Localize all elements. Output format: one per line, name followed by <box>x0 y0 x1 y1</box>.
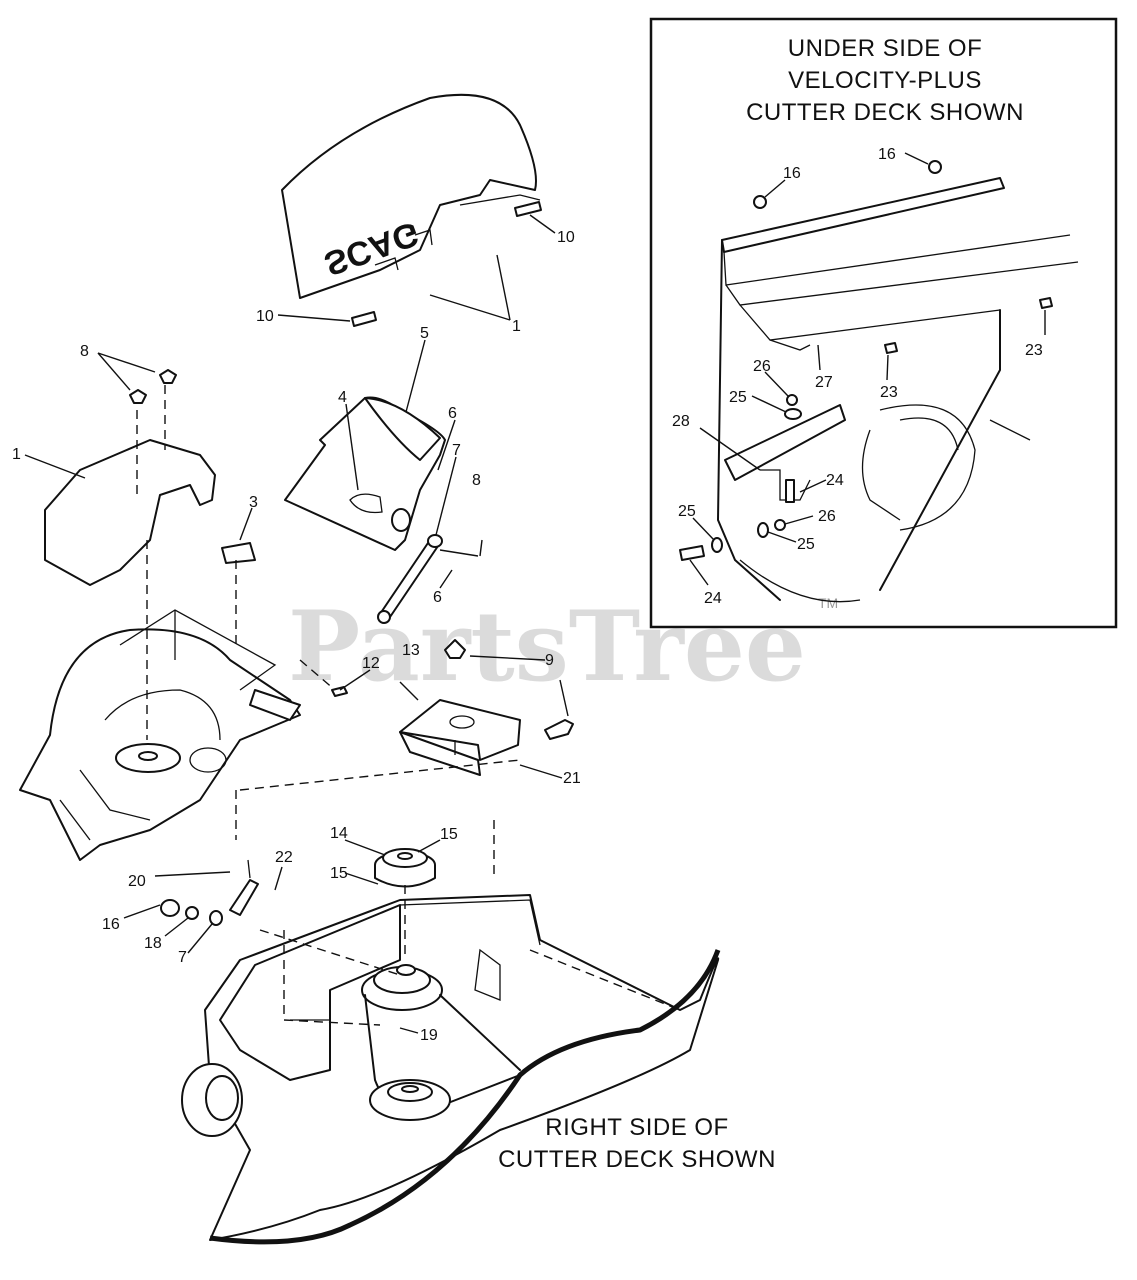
nut-icon <box>774 519 786 531</box>
washer-icon <box>784 408 802 420</box>
pin-icon <box>351 311 377 327</box>
inset-hardware <box>679 160 1053 561</box>
pin-icon <box>331 686 348 697</box>
inset-panel: UNDER SIDE OF VELOCITY-PLUS CUTTER DECK … <box>649 17 1118 629</box>
bolt-icon <box>1039 297 1053 309</box>
callout: 23 <box>880 384 898 401</box>
wing-nut-icon <box>129 389 147 404</box>
callout: 27 <box>815 374 833 391</box>
callout: 13 <box>402 642 420 659</box>
callout: 7 <box>178 949 187 966</box>
callout: 15 <box>330 865 348 882</box>
callout: 8 <box>472 472 481 489</box>
callout: 6 <box>448 405 457 422</box>
pin-icon <box>514 201 542 217</box>
bushing-icon <box>391 508 411 532</box>
belt-cover <box>44 369 256 586</box>
callout: 18 <box>144 935 162 952</box>
callout: 1 <box>12 446 21 463</box>
washer-icon <box>185 906 199 920</box>
cutter-deck <box>181 894 721 1245</box>
watermark: PartsTree <box>288 590 806 703</box>
callout: 14 <box>330 825 348 842</box>
callout: 25 <box>729 389 747 406</box>
inset-border <box>649 17 1118 629</box>
callout: 6 <box>433 589 442 606</box>
callout: 19 <box>420 1027 438 1044</box>
assembly-lines <box>136 385 681 1026</box>
wing-nut-icon <box>159 369 177 384</box>
callout: 23 <box>1025 342 1043 359</box>
nut-icon <box>928 160 942 174</box>
nut-icon <box>786 394 798 406</box>
callout: 24 <box>826 472 844 489</box>
callout: 10 <box>256 308 274 325</box>
callout: 25 <box>797 536 815 553</box>
callout: 24 <box>704 590 722 607</box>
spacer-block <box>221 542 256 564</box>
washer-icon <box>757 522 769 538</box>
callout: 26 <box>818 508 836 525</box>
callout: 10 <box>557 229 575 246</box>
inset-heading-line-3: CUTTER DECK SHOWN <box>746 99 1024 126</box>
main-leaders <box>24 214 569 1034</box>
callout: 28 <box>672 413 690 430</box>
inset-deck-rails <box>717 177 1079 603</box>
callout: 5 <box>420 325 429 342</box>
inset-heading-line-2: VELOCITY-PLUS <box>788 67 982 94</box>
callout: 3 <box>249 494 258 511</box>
callout: 20 <box>128 873 146 890</box>
callout: 12 <box>362 655 380 672</box>
watermark-tm: TM <box>818 595 838 611</box>
callout: 9 <box>545 652 554 669</box>
caption-line-1: RIGHT SIDE OF <box>545 1114 728 1141</box>
callout: 21 <box>563 770 581 787</box>
callout: 16 <box>783 165 801 182</box>
chute-deflector <box>284 396 446 624</box>
callout: 7 <box>452 442 461 459</box>
main-callouts: 8 1 3 4 5 6 7 8 6 10 10 1 9 12 13 21 14 … <box>12 229 581 1044</box>
bracket-arm <box>229 879 259 916</box>
spindle-pulley <box>374 848 436 888</box>
nut-icon <box>160 899 180 917</box>
callout: 25 <box>678 503 696 520</box>
discharge-chute: SCAG <box>281 93 542 327</box>
inset-heading-line-1: UNDER SIDE OF <box>788 35 983 62</box>
bolt-icon <box>884 342 898 354</box>
callout: 8 <box>80 343 89 360</box>
callout: 22 <box>275 849 293 866</box>
inset-callouts: 16 16 23 23 27 26 25 28 24 26 25 25 24 <box>672 146 1043 607</box>
washer-icon <box>711 537 723 553</box>
bolt-icon <box>785 479 795 503</box>
washer-icon <box>209 910 223 926</box>
wing-nut-icon <box>444 639 466 659</box>
callout: 16 <box>878 146 896 163</box>
left-deck-assembly <box>19 609 301 861</box>
t-handle-icon <box>544 719 574 740</box>
inset-leaders <box>689 152 1046 586</box>
callout: 16 <box>102 916 120 933</box>
callout: 1 <box>512 318 521 335</box>
callout: 4 <box>338 389 347 406</box>
nut-icon <box>753 195 767 209</box>
callout: 15 <box>440 826 458 843</box>
bolt-icon <box>679 545 705 561</box>
callout: 26 <box>753 358 771 375</box>
caption-line-2: CUTTER DECK SHOWN <box>498 1146 776 1173</box>
idler-bracket <box>331 639 574 776</box>
